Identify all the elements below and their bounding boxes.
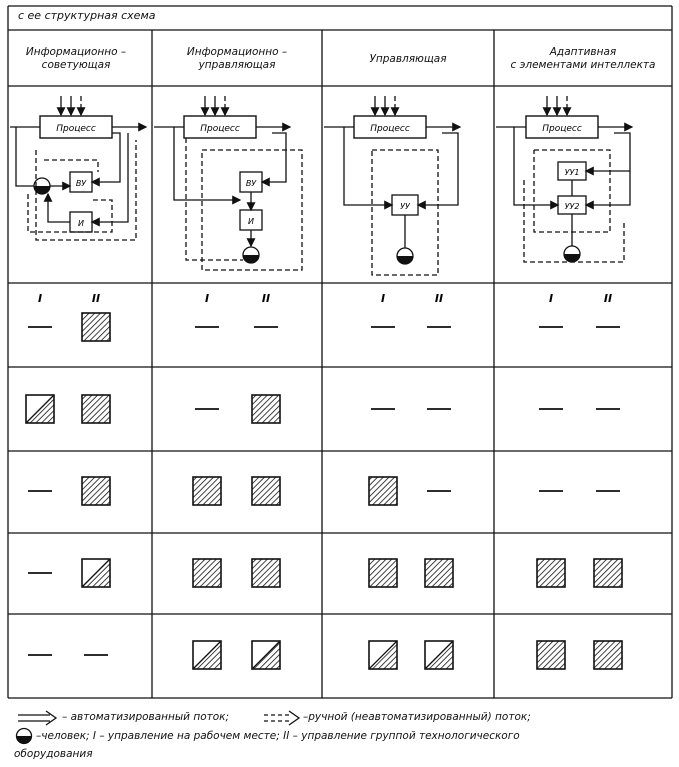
hatched-square [251,394,281,424]
hatched-square [81,394,111,424]
table-header-title: с ее структурная схема [18,9,156,22]
hatched-square [251,476,281,506]
half-hatched-square-diagonal [81,558,111,588]
legend-auto-text: – автоматизированный поток; [62,711,230,723]
subheader-II: II [435,292,443,305]
column-title-2-line1: Информационно – [186,46,288,58]
human-node-fill [243,255,259,263]
process-to-i [90,133,129,227]
process-label: Процесс [200,124,240,134]
hatched-square [593,640,623,670]
column-title-4-line1: Адаптивная [549,46,617,58]
manual-loop-inner [44,159,99,172]
legend-human-text: –человек; I – управление на рабочем мест… [36,730,520,742]
hatched-square [536,558,566,588]
subheader-I: I [549,292,553,305]
hatched-square [81,476,111,506]
subheader-I: I [381,292,385,305]
legend-equipment-text: оборудования [14,748,93,760]
half-hatched-square-diagonal [192,640,222,670]
hatched-square [192,558,222,588]
subheader-II: II [604,292,612,305]
manual-loop-outer [35,140,137,241]
hatched-square [424,558,454,588]
process-to-uu-left [343,127,394,210]
hatched-square [192,476,222,506]
process-to-uu2-left [513,127,560,210]
column-title-3: Управляющая [322,53,494,66]
human-node-fill [564,254,580,262]
vu-label: ВУ [246,179,257,188]
half-hatched-square [81,558,111,588]
column-title-4-line2: с элементами интеллекта [510,59,656,71]
manual-loop [533,149,611,233]
subheader-I: I [205,292,209,305]
i-label: И [248,217,254,226]
subheader-II: II [92,292,100,305]
manual-loop-lower [523,180,625,263]
vu-label: ВУ [76,179,87,188]
column-title-2-line2: управляющая [198,59,276,71]
half-hatched-square [25,394,55,424]
half-hatched-square-diagonal [424,640,454,670]
process-label: Процесс [370,124,410,134]
uu-label: УУ [400,202,411,211]
process-to-vu [90,132,121,187]
column-title-3-line1: Управляющая [369,53,447,65]
half-hatched-square [251,640,281,670]
process-to-vu [260,132,287,187]
column-title-1: Информационно – советующая [0,46,152,72]
hatched-square [251,558,281,588]
manual-loop-lower [27,194,113,233]
hatched-square [536,640,566,670]
legend-manual-text: –ручной (неавтоматизированный) поток; [303,711,531,723]
uu1-label: УУ1 [565,168,580,177]
double-arrow-icon [18,710,58,726]
hatched-square [368,476,398,506]
subheader-I: I [38,292,42,305]
half-hatched-square-diagonal [251,640,281,670]
hatched-square [81,312,111,342]
column-title-1-line1: Информационно – [25,46,127,58]
i-label: И [78,219,84,228]
hatched-square [593,558,623,588]
half-hatched-square-diagonal [25,394,55,424]
half-hatched-square [424,640,454,670]
process-label: Процесс [542,124,582,134]
human-icon [15,727,33,745]
manual-feedback [185,138,243,261]
uu2-label: УУ2 [565,202,580,211]
manual-loop [371,149,439,276]
column-title-1-line2: советующая [41,59,111,71]
i-to-human [43,192,70,223]
subheader-II: II [262,292,270,305]
process-to-uu1 [584,132,631,176]
half-hatched-square [368,640,398,670]
human-node-fill [397,256,413,264]
uu1-to-uu2-right [584,171,631,210]
dashed-double-arrow-icon [264,710,301,726]
process-label: Процесс [56,124,96,134]
half-hatched-square [192,640,222,670]
feedback-line [15,127,34,187]
column-title-2: Информационно – управляющая [152,46,322,72]
process-to-vu-left [173,127,242,205]
manual-loop [201,149,303,271]
column-title-4: Адаптивная с элементами интеллекта [494,46,672,72]
half-hatched-square-diagonal [368,640,398,670]
human-node-fill [34,186,50,194]
hatched-square [368,558,398,588]
